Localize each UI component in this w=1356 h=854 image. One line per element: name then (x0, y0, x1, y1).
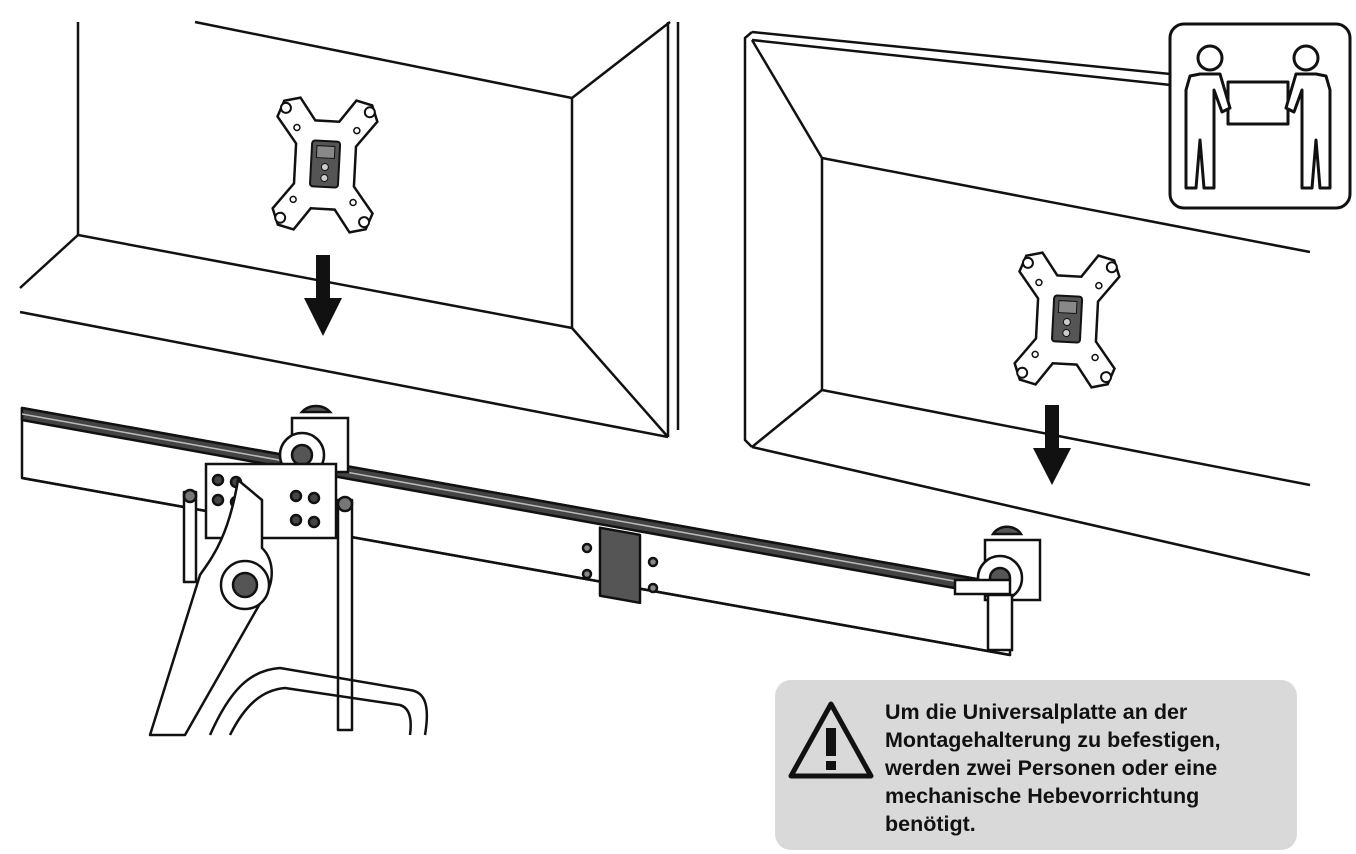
warning-triangle-icon (788, 701, 874, 779)
crossbar-rail (20, 406, 1012, 657)
warning-panel: Um die Universalplatte an der Montagehal… (775, 680, 1297, 850)
arrow-down-left-icon (304, 255, 342, 336)
vesa-plate-left-icon (270, 95, 380, 235)
warning-text: Um die Universalplatte an der Montagehal… (885, 698, 1285, 838)
arrow-down-right-icon (1033, 405, 1071, 485)
right-mount-bracket (953, 525, 1042, 652)
left-mount-bracket (204, 404, 350, 540)
mount-arm (148, 478, 429, 737)
vesa-plate-right-icon (1012, 250, 1122, 390)
warning-line: Um die Universalplatte an der (885, 700, 1188, 724)
warning-line: Montagehalterung zu befestigen, (885, 728, 1221, 752)
two-person-lift-icon (1168, 22, 1352, 210)
warning-line: werden zwei Personen oder eine (885, 756, 1218, 780)
warning-line: mechanische Hebevorrichtung (885, 784, 1200, 808)
warning-line: benötigt. (885, 812, 976, 836)
